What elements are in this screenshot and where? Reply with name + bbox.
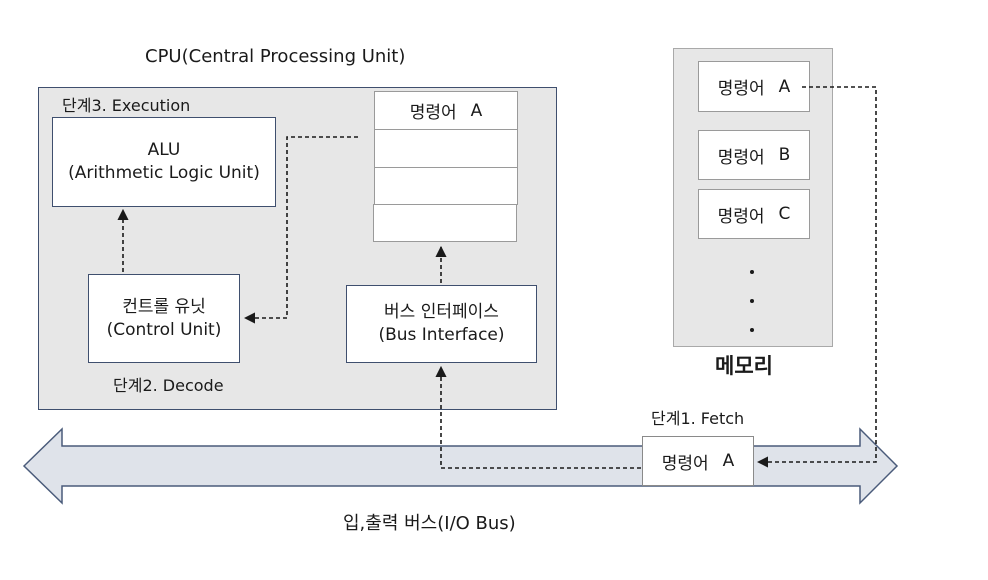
stage2-label: 단계2. Decode (113, 376, 224, 395)
cpu-title: CPU(Central Processing Unit) (145, 46, 406, 67)
register-cell-instruction-a: 명령어 A (374, 91, 518, 130)
bus-packet-letter: A (722, 451, 735, 471)
memory-cell-letter: C (778, 204, 791, 224)
register-letter: A (470, 100, 483, 121)
memory-cell-instruction-b: 명령어 B (698, 130, 810, 180)
bus-interface-box: 버스 인터페이스 (Bus Interface) (346, 285, 537, 363)
bus-to-interface-connector (435, 365, 641, 469)
memory-cell-letter: A (778, 76, 791, 97)
io-bus-arrow (22, 427, 899, 505)
memory-cell-word: 명령어 (717, 79, 765, 99)
memory-to-bus-connector (756, 86, 877, 468)
memory-cell-word: 명령어 (717, 147, 765, 168)
register-cell-empty (374, 129, 518, 168)
ellipsis-dot (750, 299, 754, 303)
control-unit-box: 컨트롤 유닛 (Control Unit) (88, 274, 240, 363)
control-unit-fullname: (Control Unit) (106, 319, 222, 340)
control-unit-name: 컨트롤 유닛 (122, 296, 206, 317)
stage3-label: 단계3. Execution (62, 96, 191, 115)
bus-packet-instruction-a: 명령어 A (642, 436, 754, 486)
bus-interface-name: 버스 인터페이스 (384, 302, 499, 323)
register-word: 명령어 (409, 103, 457, 123)
ellipsis-dot (750, 270, 754, 274)
io-bus-label: 입,출력 버스(I/O Bus) (343, 513, 516, 534)
alu-fullname: (Arithmetic Logic Unit) (68, 163, 260, 183)
bus-interface-fullname: (Bus Interface) (378, 325, 505, 345)
memory-cell-word: 명령어 (717, 206, 765, 227)
alu-box: ALU (Arithmetic Logic Unit) (52, 117, 276, 207)
memory-cell-instruction-c: 명령어 C (698, 189, 810, 239)
register-to-control-connector (243, 136, 358, 324)
memory-cell-instruction-a: 명령어 A (698, 61, 810, 112)
register-cell-empty (373, 204, 517, 242)
alu-name: ALU (147, 140, 181, 161)
ellipsis-dot (750, 328, 754, 332)
stage1-label: 단계1. Fetch (651, 409, 745, 428)
memory-cell-letter: B (778, 145, 791, 165)
bus-packet-word: 명령어 (661, 453, 709, 474)
memory-title: 메모리 (715, 354, 773, 378)
